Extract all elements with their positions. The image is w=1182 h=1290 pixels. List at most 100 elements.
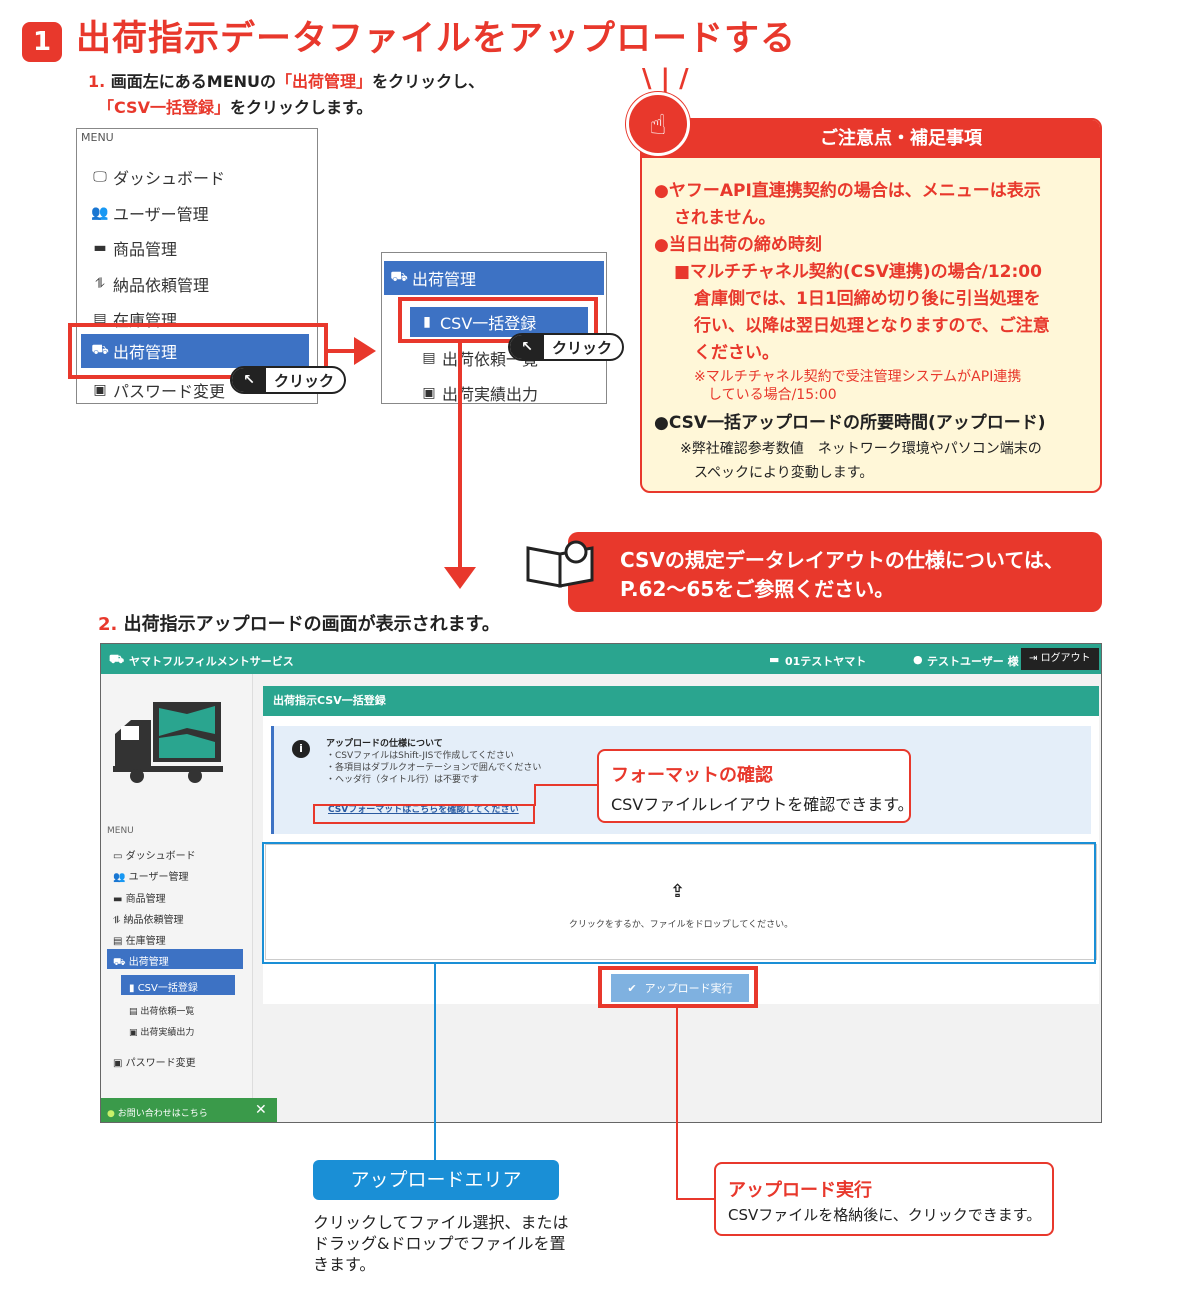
format-callout: フォーマットの確認 CSVファイルレイアウトを確認できます。 (597, 749, 914, 823)
id-card-icon: ▣ (93, 382, 107, 398)
archive-icon: ▤ (113, 936, 126, 947)
list-icon: ▤ (422, 350, 436, 366)
sidebar-item-label: パスワード変更 (125, 1058, 196, 1069)
sub-menu-item-export[interactable]: ▣出荷実績出力 (420, 381, 538, 405)
close-icon[interactable]: ✕ (255, 1102, 267, 1118)
sidebar-item-users[interactable]: 👥 ユーザー管理 (113, 868, 188, 883)
logout-label: ログアウト (1040, 653, 1091, 664)
step2-number: 2. (98, 614, 118, 635)
upload-area-text: きます。 (313, 1255, 376, 1274)
truck-icon: ⛟ (390, 269, 408, 285)
sidebar-subitem-label: 出荷実績出力 (140, 1028, 195, 1038)
sidebar-subitem-label: CSV一括登録 (137, 983, 198, 994)
users-icon: 👥 (113, 872, 129, 883)
monitor-icon: 🖵 (93, 169, 107, 185)
upload-button-label: アップロード実行 (644, 982, 733, 995)
cursor-icon: ↖ (232, 368, 266, 392)
reference-line2: P.62〜65をご参照ください。 (620, 577, 895, 601)
step1-line2-highlight: 「CSV一括登録」 (98, 98, 230, 117)
note-line: ※マルチチャネル契約で受注管理システムがAPI連携 (694, 369, 1022, 385)
logout-button[interactable]: ⇥ ログアウト (1021, 648, 1099, 670)
note-line: ■マルチチャネル契約(CSV連携)の場合/12:00 (674, 262, 1042, 282)
sub-menu-parent[interactable]: ⛟出荷管理 (384, 261, 604, 295)
drop-zone-text: クリックをするか、ファイルをドロップしてください。 (568, 920, 794, 930)
sidebar-item-delivery[interactable]: ⥮ 納品依頼管理 (113, 911, 183, 926)
sidebar-item-label: 納品依頼管理 (123, 915, 184, 926)
sidebar-menu-header: MENU (107, 826, 134, 836)
upload-exec-connector-v (676, 1008, 678, 1200)
main-menu-item-label: 納品依頼管理 (113, 276, 210, 295)
sidebar-subitem-csv[interactable]: ▮ CSV一括登録 (121, 975, 235, 995)
info-bullet: ・各項目はダブルクオーテーションで囲んでください (326, 763, 542, 773)
contact-bar[interactable]: ● お問い合わせはこちら ✕ (101, 1098, 277, 1122)
step1-line1: 1. 画面左にあるMENUの「出荷管理」をクリックし、 (88, 68, 484, 92)
upload-exec-text: CSVファイルを格納後に、クリックできます。 (728, 1206, 1042, 1224)
info-icon: i (292, 740, 310, 758)
info-bullet: ・ヘッダ行（タイトル行）は不要です (326, 775, 480, 785)
upload-exec-callout: アップロード実行 CSVファイルを格納後に、クリックできます。 (714, 1162, 1054, 1236)
sidebar-subitem-list[interactable]: ▤ 出荷依頼一覧 (129, 1004, 194, 1017)
reference-banner: CSVの規定データレイアウトの仕様については、 P.62〜65をご参照ください。 (568, 532, 1102, 612)
click-badge-main: ↖ クリック (230, 366, 347, 394)
main-menu-item-products[interactable]: ▬ 商品管理 (91, 236, 177, 260)
step1-line1-post: をクリックし、 (372, 72, 485, 91)
upload-icon: ⇪ (670, 881, 686, 902)
arrow-shaft (328, 349, 356, 353)
upload-drop-zone[interactable]: ⇪ クリックをするか、ファイルをドロップしてください。 (265, 844, 1097, 960)
step1-line2: 「CSV一括登録」をクリックします。 (98, 94, 372, 118)
app-sidebar: MENU ▭ ダッシュボード 👥 ユーザー管理 ▬ 商品管理 ⥮ 納品依頼管理 … (101, 674, 277, 1122)
status-dot-icon: ● (107, 1109, 118, 1119)
step2-text: 出荷指示アップロードの画面が表示されます。 (123, 614, 500, 635)
arrow-down-icon (444, 567, 476, 589)
sub-menu-item-label: 出荷実績出力 (442, 385, 539, 404)
main-menu-item-shipping[interactable]: ⛟出荷管理 (81, 334, 309, 368)
format-connector-h (534, 784, 598, 786)
note-line: ●ヤフーAPI直連携契約の場合は、メニューは表示 (654, 181, 1041, 201)
file-icon: ▮ (129, 983, 138, 994)
sidebar-item-products[interactable]: ▬ 商品管理 (113, 890, 166, 905)
upload-area-connector (434, 964, 436, 1160)
note-line: されません。 (674, 208, 776, 228)
highlight-csv-menu (398, 297, 598, 343)
main-menu-item-label: 商品管理 (113, 240, 178, 259)
highlight-format-link (313, 804, 535, 824)
main-menu-item-delivery[interactable]: ⥮納品依頼管理 (91, 272, 209, 296)
upload-exec-title: アップロード実行 (728, 1180, 872, 1201)
main-menu-item-password[interactable]: ▣パスワード変更 (91, 378, 225, 402)
card-title: 出荷指示CSV一括登録 (263, 686, 1099, 716)
store-icon: ▬ (93, 240, 107, 256)
click-label: クリック (274, 371, 335, 390)
highlight-drop-zone (262, 842, 1096, 964)
sidebar-item-label: ダッシュボード (125, 851, 196, 862)
main-menu-item-users[interactable]: 👥ユーザー管理 (91, 201, 209, 225)
upload-area-description: クリックしてファイル選択、または ドラッグ&ドロップでファイルを置 きます。 (313, 1212, 569, 1275)
sidebar-item-dashboard[interactable]: ▭ ダッシュボード (113, 847, 196, 862)
file-icon: ▮ (423, 314, 431, 330)
sidebar-item-password[interactable]: ▣ パスワード変更 (113, 1054, 196, 1069)
store-icon: ▬ (113, 894, 126, 905)
main-menu-item-dashboard[interactable]: 🖵ダッシュボード (91, 165, 225, 189)
dolly-icon: ⥮ (113, 915, 124, 926)
contact-label: お問い合わせはこちら (117, 1109, 208, 1119)
content-card: 出荷指示CSV一括登録 i アップロードの仕様について ・CSVファイルはShi… (263, 686, 1099, 1004)
sub-menu-item-csv[interactable]: ▮CSV一括登録 (410, 307, 588, 337)
csv-format-link[interactable]: CSVフォーマットはこちらを確認してください (328, 805, 519, 815)
highlight-upload-button (598, 966, 758, 1008)
note-line: ●当日出荷の締め時刻 (654, 235, 822, 255)
logout-icon: ⇥ (1029, 653, 1041, 664)
list-icon: ▤ (129, 1007, 141, 1017)
save-icon: ▣ (129, 1028, 141, 1038)
main-menu-header: MENU (81, 131, 114, 144)
sidebar-item-label: 商品管理 (125, 894, 166, 905)
upload-execute-button[interactable]: ✔アップロード実行 (611, 974, 749, 1002)
brand-name: ヤマトフルフィルメントサービス (129, 655, 294, 668)
sidebar-item-inventory[interactable]: ▤ 在庫管理 (113, 932, 166, 947)
sidebar-item-shipping[interactable]: ⛟ 出荷管理 (107, 949, 243, 969)
format-callout-text: CSVファイルレイアウトを確認できます。 (611, 795, 914, 814)
upload-area-label: アップロードエリア (313, 1160, 559, 1200)
sidebar-subitem-export[interactable]: ▣ 出荷実績出力 (129, 1025, 194, 1038)
company-name: 01テストヤマト (785, 655, 867, 668)
main-menu-item-label: ユーザー管理 (113, 205, 209, 224)
note-line: ●CSV一括アップロードの所要時間(アップロード) (654, 413, 1046, 433)
attention-lines-icon: \ | / (642, 64, 689, 94)
